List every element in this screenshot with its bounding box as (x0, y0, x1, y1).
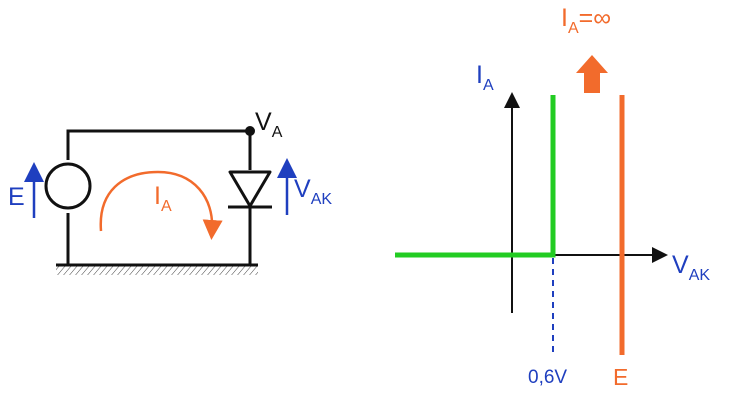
circuit: VA E VAK IA (8, 108, 332, 275)
node-label: VA (255, 108, 283, 141)
node-dot (245, 126, 255, 136)
characteristic-graph: IA=∞ IA VAK 0,6V E (395, 4, 710, 390)
y-axis-label: IA (476, 61, 494, 94)
infinite-current-arrow (576, 55, 608, 93)
circuit-wire (66, 129, 252, 265)
source-tick-label: E (613, 364, 628, 390)
source-label: E (8, 183, 25, 211)
threshold-tick-label: 0,6V (528, 367, 567, 388)
diode-characteristic-line (395, 95, 556, 258)
ground-hatch (56, 265, 258, 275)
voltage-source-symbol (44, 162, 92, 210)
current-loop-arrow (99, 170, 223, 240)
infinite-current-label: IA=∞ (561, 4, 611, 37)
current-label: IA (154, 182, 172, 215)
x-axis-label: VAK (672, 251, 710, 284)
diode-voltage-label: VAK (294, 175, 332, 208)
diode-symbol (228, 170, 272, 209)
